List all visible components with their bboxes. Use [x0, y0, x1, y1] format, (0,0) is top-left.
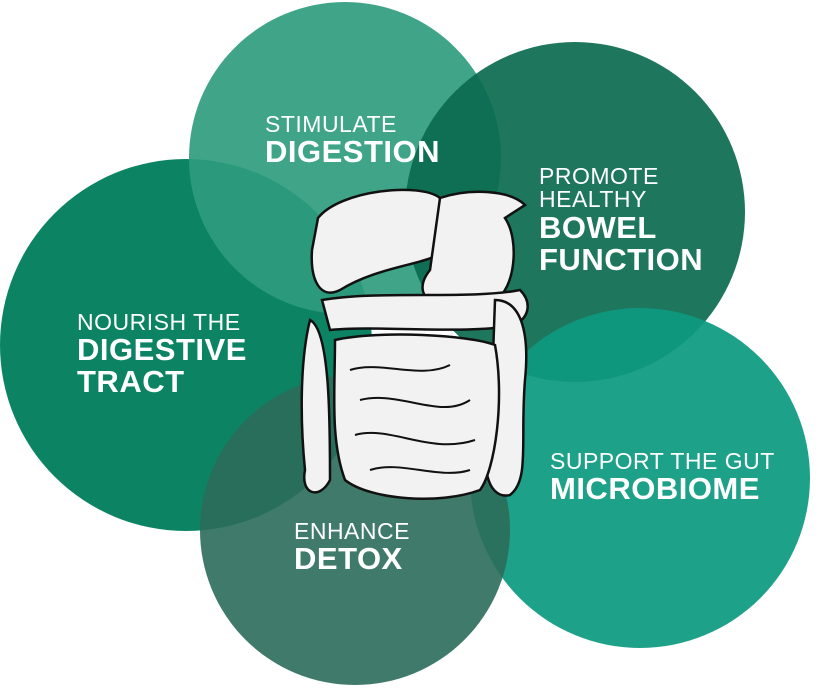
label-bold: BOWEL [539, 209, 657, 245]
label-light: ENHANCE [294, 518, 410, 544]
label-bold: DETOX [294, 541, 403, 577]
circle-support [470, 308, 810, 648]
digestive-system-icon [300, 188, 529, 500]
label-light: HEALTHY [539, 186, 647, 213]
label-light: NOURISH THE [77, 309, 241, 335]
label-bold: DIGESTIVE [77, 332, 247, 368]
label-bold: DIGESTION [265, 134, 441, 170]
label-support-microbiome: SUPPORT THE GUT MICROBIOME [550, 448, 775, 507]
label-nourish-digestive-tract: NOURISH THE DIGESTIVE TRACT [77, 309, 247, 400]
label-light: SUPPORT THE GUT [550, 448, 775, 474]
label-enhance-detox: ENHANCE DETOX [294, 518, 410, 577]
label-light: STIMULATE [265, 111, 397, 137]
label-bold: TRACT [77, 364, 185, 400]
label-bold: FUNCTION [539, 241, 704, 277]
label-stimulate-digestion: STIMULATE DIGESTION [265, 111, 441, 170]
label-promote-bowel-function: PROMOTE HEALTHY BOWEL FUNCTION [539, 163, 704, 277]
label-bold: MICROBIOME [550, 471, 760, 507]
label-light: PROMOTE [539, 163, 659, 189]
